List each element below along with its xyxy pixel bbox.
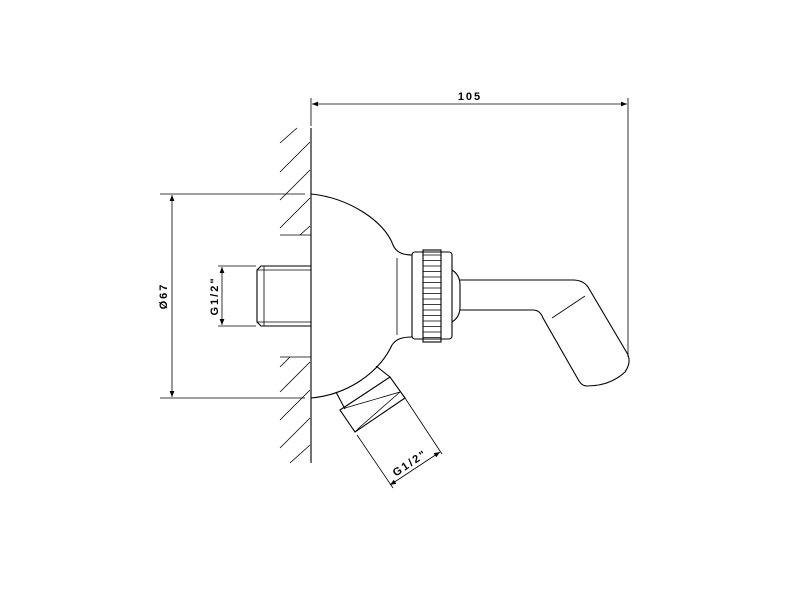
dimension-overall: 105 <box>310 91 629 357</box>
dimension-inlet-thread: G1/2" <box>209 265 256 327</box>
wall-hatching <box>279 127 311 464</box>
dimension-label-diameter: Ø67 <box>158 283 170 310</box>
dimension-label-outlet-thread: G1/2" <box>391 448 430 480</box>
dimension-label-105: 105 <box>458 91 482 103</box>
dimension-label-inlet-thread: G1/2" <box>209 276 221 315</box>
dimension-outlet-thread: G1/2" <box>356 397 443 489</box>
shower-arm <box>460 279 630 387</box>
inlet-pipe <box>256 265 311 327</box>
wall <box>279 127 312 464</box>
dimension-diameter: Ø67 <box>158 193 305 399</box>
side-outlet <box>335 365 406 433</box>
swivel-nut <box>411 249 461 343</box>
